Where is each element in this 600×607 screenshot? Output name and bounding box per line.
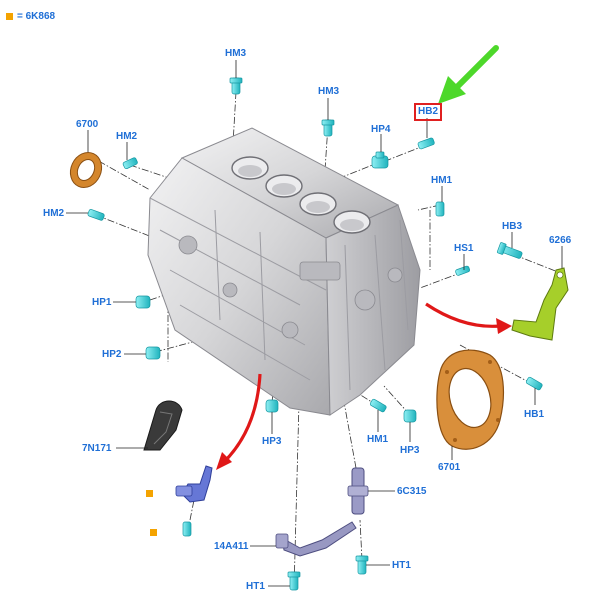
red-arrowheads <box>216 318 512 470</box>
hb2-bolt <box>417 137 435 150</box>
callout-hm3-top[interactable]: HM3 <box>225 48 247 59</box>
hm2-a-bolt <box>122 157 138 170</box>
red-direction-arrows <box>222 302 501 464</box>
legend-swatch-icon <box>6 13 13 20</box>
hp2-plug <box>145 346 161 360</box>
sensor-6c315[interactable] <box>347 467 369 515</box>
6k868-marker-icon <box>150 529 157 536</box>
callout-hp1[interactable]: HP1 <box>92 297 112 308</box>
hb1-bolt <box>525 376 543 391</box>
hm1-bottom-bolt <box>369 398 387 413</box>
hm3-top-bolt <box>229 77 243 95</box>
callout-14a411[interactable]: 14A411 <box>214 541 249 552</box>
sensor-with-6k868-bolts[interactable] <box>175 465 213 503</box>
hp3-right-plug <box>403 409 417 423</box>
green-highlight-arrow <box>438 45 499 104</box>
ht1-bottom-bolt <box>287 571 301 591</box>
bracket-6266[interactable] <box>511 267 569 341</box>
callout-6c315[interactable]: 6C315 <box>397 486 427 497</box>
callout-hm1-bottom[interactable]: HM1 <box>367 434 389 445</box>
callout-ht1-right[interactable]: HT1 <box>392 560 411 571</box>
callout-hp3-left[interactable]: HP3 <box>262 436 282 447</box>
callout-hm1-right[interactable]: HM1 <box>431 175 453 186</box>
rear-seal-retainer-6701[interactable] <box>436 349 505 450</box>
callout-hb2[interactable]: HB2 <box>413 103 443 121</box>
callout-hb3[interactable]: HB3 <box>502 221 523 232</box>
legend-text: = 6K868 <box>17 11 56 22</box>
front-oil-seal-6700[interactable] <box>65 147 107 192</box>
hm2-b-bolt <box>87 209 105 221</box>
callout-hs1[interactable]: HS1 <box>454 243 474 254</box>
engine-cylinder-block[interactable] <box>147 127 421 416</box>
callout-hm3-mid[interactable]: HM3 <box>318 86 340 97</box>
callout-hm2-a[interactable]: HM2 <box>116 131 138 142</box>
callout-hb1[interactable]: HB1 <box>524 409 545 420</box>
callout-6701[interactable]: 6701 <box>438 462 461 473</box>
callout-hp4[interactable]: HP4 <box>371 124 391 135</box>
callout-ht1-bottom[interactable]: HT1 <box>246 581 265 592</box>
hs1-stud <box>455 265 470 276</box>
wiring-harness-14a411[interactable] <box>275 521 357 557</box>
label-leader-lines <box>66 60 563 587</box>
callout-7n171[interactable]: 7N171 <box>82 443 112 454</box>
hp1-plug <box>135 295 151 309</box>
callout-6266[interactable]: 6266 <box>549 235 572 246</box>
hm3-mid-bolt <box>321 119 335 137</box>
oil-deflector-7n171[interactable] <box>143 400 183 451</box>
hp4-plug <box>371 151 389 169</box>
fasteners[interactable] <box>87 77 543 591</box>
callout-hm2-b[interactable]: HM2 <box>43 208 65 219</box>
callout-6700[interactable]: 6700 <box>76 119 99 130</box>
callout-hp3-right[interactable]: HP3 <box>400 445 420 456</box>
callout-hp2[interactable]: HP2 <box>102 349 122 360</box>
hb3-bolt <box>496 242 523 259</box>
hp3-left-plug <box>265 399 279 413</box>
6k868-marker-icon <box>146 490 153 497</box>
legend: = 6K868 <box>6 11 55 22</box>
6k868-bolt-lower <box>182 521 192 537</box>
hm1-right-bolt <box>435 201 445 217</box>
